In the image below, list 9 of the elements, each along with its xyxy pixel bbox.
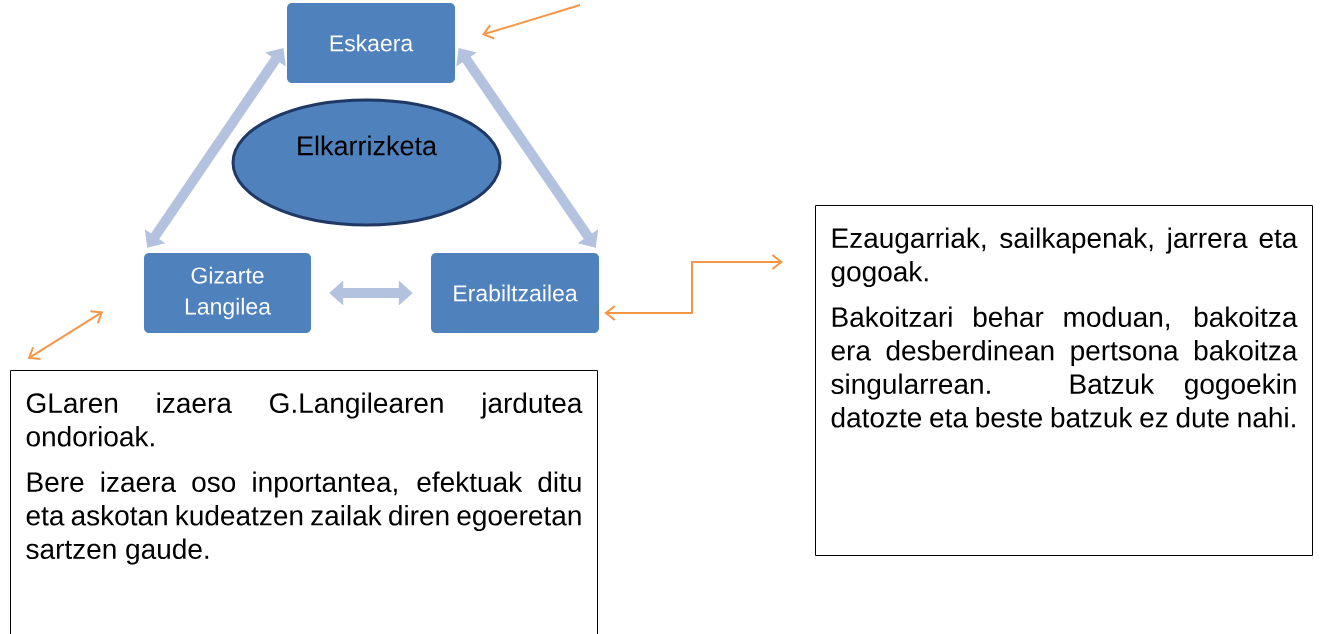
process-box: Erabiltzailea bbox=[431, 253, 599, 333]
process-box: Eskaera bbox=[287, 3, 455, 83]
arrow bbox=[604, 254, 783, 321]
text-box: Ezaugarriak, sailkapenak, jarrera eta gogoak. Bakoitzari behar moduan, bakoitza era desberdinean pertsona bakoitza singularrean. Batzuk gogoekin datozte eta beste batzuk ez dute nahi. bbox=[815, 205, 1313, 556]
arrow bbox=[27, 310, 104, 361]
arrow bbox=[482, 4, 581, 40]
process-box: Gizarte Langilea bbox=[144, 253, 311, 333]
text-box: GLaren izaera G.Langilearen jardutea ondorioak. Bere izaera oso inportantea, efektuak ditu eta askotan kudeatzen zailak diren egoeretan sartzen gaude. bbox=[10, 370, 598, 634]
arrow bbox=[456, 48, 599, 248]
